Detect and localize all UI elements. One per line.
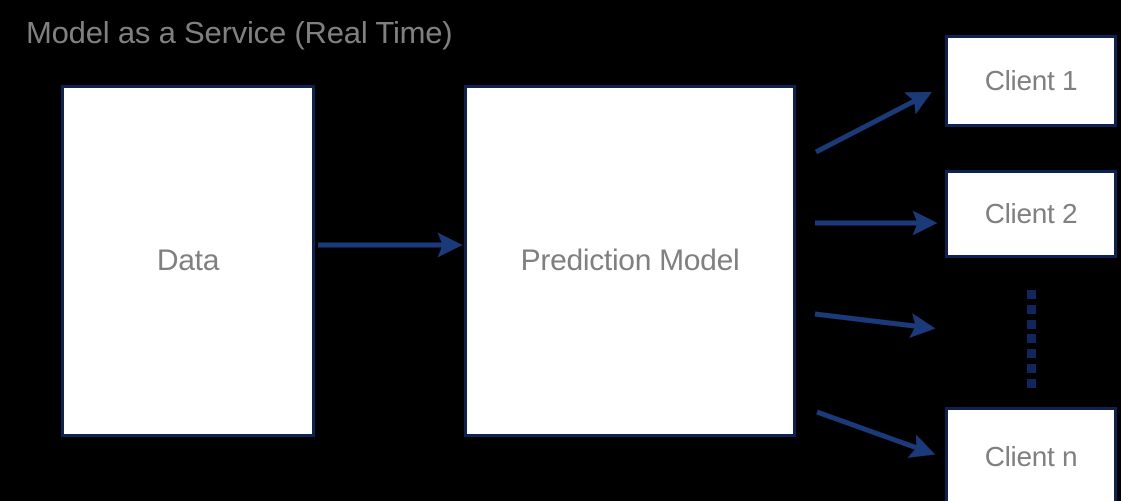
arrow-model-to-client-n (816, 409, 936, 458)
node-client-2[interactable]: Client 2 (945, 170, 1117, 258)
ellipsis-dot (1026, 319, 1036, 329)
ellipsis-dot (1026, 304, 1036, 314)
node-prediction-model-label: Prediction Model (520, 244, 740, 277)
ellipsis-dot (1026, 378, 1036, 388)
ellipsis-dot (1026, 349, 1036, 359)
node-client-2-label: Client 2 (984, 198, 1078, 229)
ellipsis-dot (1026, 290, 1036, 299)
node-client-1-label: Client 1 (984, 65, 1078, 96)
page-title: Model as a Service (Real Time) (26, 15, 453, 50)
arrow-model-to-clients (814, 311, 936, 338)
node-data-label: Data (156, 244, 220, 277)
node-client-1[interactable]: Client 1 (945, 35, 1117, 127)
vertical-ellipsis-icon (1025, 290, 1037, 388)
arrow-model-to-client-1 (814, 91, 932, 155)
ellipsis-dot (1026, 334, 1036, 344)
node-prediction-model[interactable]: Prediction Model (464, 85, 796, 437)
ellipsis-dot (1026, 364, 1036, 374)
node-data[interactable]: Data (61, 85, 315, 437)
node-client-n[interactable]: Client n (945, 407, 1117, 501)
node-client-n-label: Client n (984, 441, 1078, 472)
